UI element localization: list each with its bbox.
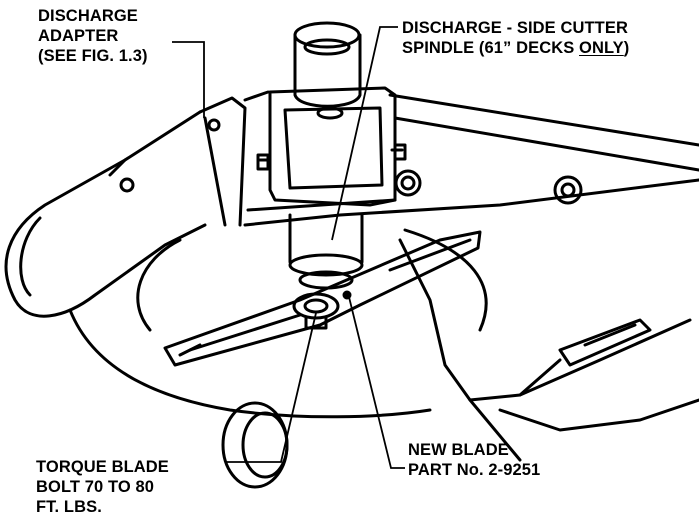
callout-spindle-line-2-suffix: )	[623, 39, 630, 57]
leader-discharge-adapter	[172, 41, 205, 118]
blade-bolt	[292, 290, 352, 330]
callout-spindle-line-1: DISCHARGE - SIDE CUTTER	[402, 19, 628, 37]
callout-discharge-adapter: DISCHARGE ADAPTER (SEE FIG. 1.3)	[38, 6, 148, 66]
callout-new-blade-line-2: PART No. 2-9251	[408, 461, 541, 479]
callout-torque-line-2: BOLT 70 TO 80	[36, 478, 155, 496]
callout-torque-blade-bolt: TORQUE BLADE BOLT 70 TO 80 FT. LBS.	[36, 457, 169, 517]
deck-top-plate	[243, 90, 699, 227]
callout-new-blade-line-1: NEW BLADE	[408, 441, 509, 459]
callout-discharge-adapter-line-3: (SEE FIG. 1.3)	[38, 47, 148, 65]
leader-lines	[172, 26, 405, 469]
callout-spindle-line-2: SPINDLE (61” DECKS ONLY)	[402, 38, 629, 58]
mower-blade	[163, 230, 482, 367]
leader-new-blade	[348, 296, 405, 469]
leader-spindle	[331, 26, 398, 241]
callout-discharge-adapter-line-2: ADAPTER	[38, 27, 119, 45]
deck-bolts	[119, 169, 583, 205]
callout-spindle: DISCHARGE - SIDE CUTTER SPINDLE (61” DEC…	[402, 18, 629, 58]
callout-torque-line-1: TORQUE BLADE	[36, 458, 169, 476]
callout-torque-line-3: FT. LBS.	[36, 498, 102, 516]
callout-spindle-line-2-emphasis: ONLY	[579, 39, 624, 57]
callout-spindle-line-2-prefix: SPINDLE (61” DECKS	[402, 39, 580, 57]
wheel	[221, 401, 289, 489]
callout-discharge-adapter-line-1: DISCHARGE	[38, 7, 138, 25]
deck-detail-right	[558, 318, 652, 367]
discharge-chute	[4, 96, 247, 318]
deck-skirt	[68, 228, 699, 462]
spindle-housing	[256, 21, 407, 207]
callout-new-blade: NEW BLADE PART No. 2-9251	[408, 440, 540, 480]
leader-torque-bolt	[225, 312, 317, 463]
